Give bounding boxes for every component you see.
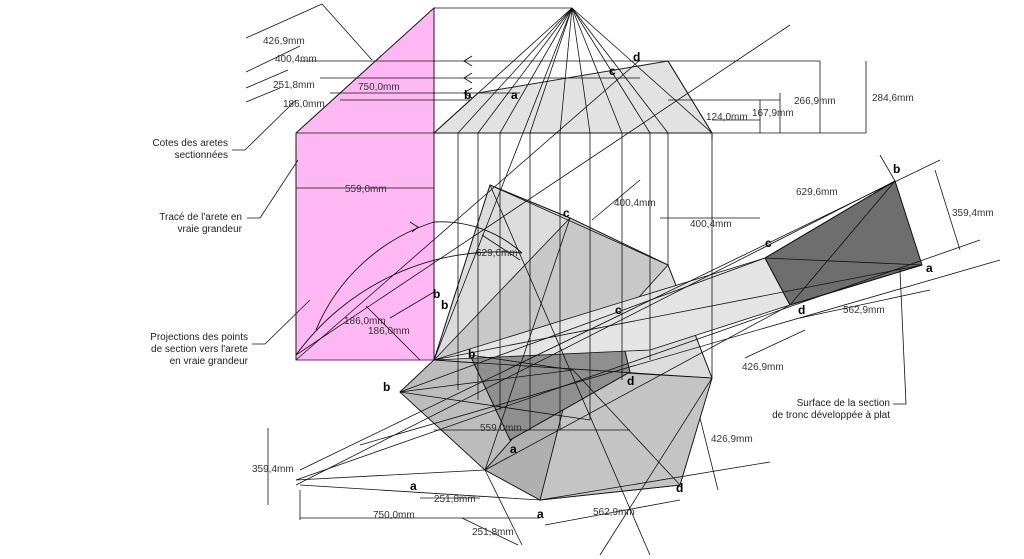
annotation-trace-line2: vraie grandeur (177, 224, 242, 235)
leader-lines (232, 99, 907, 405)
point-a-top: a (511, 88, 518, 102)
point-b-left: b (383, 380, 390, 394)
point-c-right: c (765, 236, 772, 250)
annotation-projections-line1: Projections des points (150, 332, 248, 343)
dim-251-8-top: 251,8mm (273, 80, 315, 91)
point-a-center: a (510, 442, 517, 456)
annotation-trace: Tracé de l'arete en vraie grandeur (140, 212, 242, 236)
dim-124-0: 124,0mm (706, 112, 748, 123)
annotation-projections-line2: de section vers l'arete (151, 344, 248, 355)
construction-lines (295, 7, 1001, 556)
dim-167-9: 167,9mm (752, 108, 794, 119)
dim-400-4-top: 400,4mm (275, 54, 317, 65)
point-b-right: b (893, 162, 900, 176)
annotation-cotes-line1: Cotes des aretes (152, 138, 228, 149)
point-d-right: d (798, 303, 805, 317)
point-c-top: c (609, 64, 616, 78)
point-b-mid-b: b (441, 298, 448, 312)
dim-186-0-b: 186,0mm (368, 326, 410, 337)
point-a-bottom: a (537, 507, 544, 521)
dim-426-9-right-a: 426,9mm (742, 362, 784, 373)
point-a-right: a (926, 261, 933, 275)
arrows (409, 55, 473, 233)
dim-750-0-top: 750,0mm (358, 82, 400, 93)
dimension-labels: 426,9mm 400,4mm 251,8mm 186,0mm 750,0mm … (252, 36, 994, 538)
dim-400-4-mid-b: 400,4mm (690, 219, 732, 230)
point-d-top: d (633, 50, 640, 64)
point-d-center: d (627, 374, 634, 388)
annotation-projections-line3: en vraie grandeur (169, 356, 248, 367)
point-d-bottom: d (676, 481, 683, 495)
annotation-surface-line1: Surface de la section (796, 398, 890, 409)
dim-266-9: 266,9mm (794, 96, 836, 107)
dim-359-4-left: 359,4mm (252, 464, 294, 475)
top-roof-band (432, 60, 713, 134)
annotation-trace-line1: Tracé de l'arete en (159, 212, 242, 223)
dim-400-4-mid-a: 400,4mm (614, 198, 656, 209)
dim-426-9-right-b: 426,9mm (711, 434, 753, 445)
dim-359-4-right: 359,4mm (952, 208, 994, 219)
dim-284-6: 284,6mm (872, 93, 914, 104)
point-b-mid-a: b (433, 287, 440, 301)
annotation-cotes-line2: sectionnées (174, 150, 228, 161)
dim-629-6-right: 629,6mm (796, 187, 838, 198)
point-c-mid: c (563, 206, 570, 220)
dim-186-0-top: 186,0mm (283, 99, 325, 110)
dim-251-8-bottom-a: 251,8mm (434, 494, 476, 505)
point-c-center: c (615, 303, 622, 317)
annotation-cotes: Cotes des aretes sectionnées (130, 138, 228, 162)
section-dark-right (764, 180, 923, 306)
point-a-bottom-left: a (410, 479, 417, 493)
annotation-surface: Surface de la section de tronc développé… (740, 398, 890, 422)
point-labels: d c b a c b b c b d b a c b a d a a d (383, 50, 933, 521)
dim-629-6-left: 629,6mm (476, 248, 518, 259)
point-b-top: b (464, 88, 471, 102)
dim-750-0-bottom: 750,0mm (373, 510, 415, 521)
annotation-projections: Projections des points de section vers l… (126, 332, 248, 368)
dim-562-9-bottom: 562,9mm (593, 507, 635, 518)
dim-559-0-center: 559,0mm (480, 423, 522, 434)
dimension-lines (245, 3, 961, 546)
dim-251-8-bottom-b: 251,8mm (472, 527, 514, 538)
dim-426-9-top: 426,9mm (263, 36, 305, 47)
point-b-center: b (468, 347, 475, 361)
dim-186-0-a: 186,0mm (344, 316, 386, 327)
dim-562-9-right: 562,9mm (843, 305, 885, 316)
annotation-surface-line2: de tronc développée à plat (772, 410, 890, 421)
dim-559-0-pink: 559,0mm (345, 184, 387, 195)
